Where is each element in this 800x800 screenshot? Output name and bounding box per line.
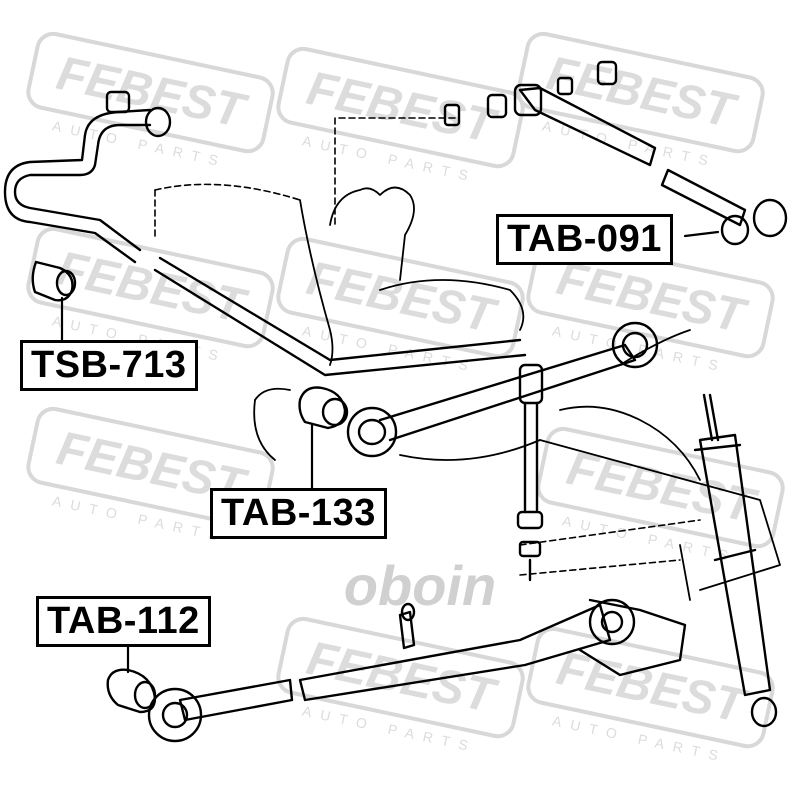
part-label-tsb-713: TSB-713	[20, 340, 198, 391]
part-label-tab-091: TAB-091	[496, 214, 673, 265]
tab-112-arm	[106, 598, 687, 743]
stabilizer-bar	[3, 90, 527, 377]
tab-091-rod	[443, 60, 788, 246]
stabilizer-link	[516, 363, 544, 582]
tsb-713-bushing	[31, 260, 77, 302]
part-label-tab-133: TAB-133	[210, 488, 387, 539]
tab-133-rod	[298, 321, 659, 458]
shock-absorber	[693, 393, 778, 728]
line-art	[3, 60, 788, 743]
watermark-center-brand: oboin	[344, 554, 496, 617]
part-label-tab-112: TAB-112	[36, 596, 211, 647]
